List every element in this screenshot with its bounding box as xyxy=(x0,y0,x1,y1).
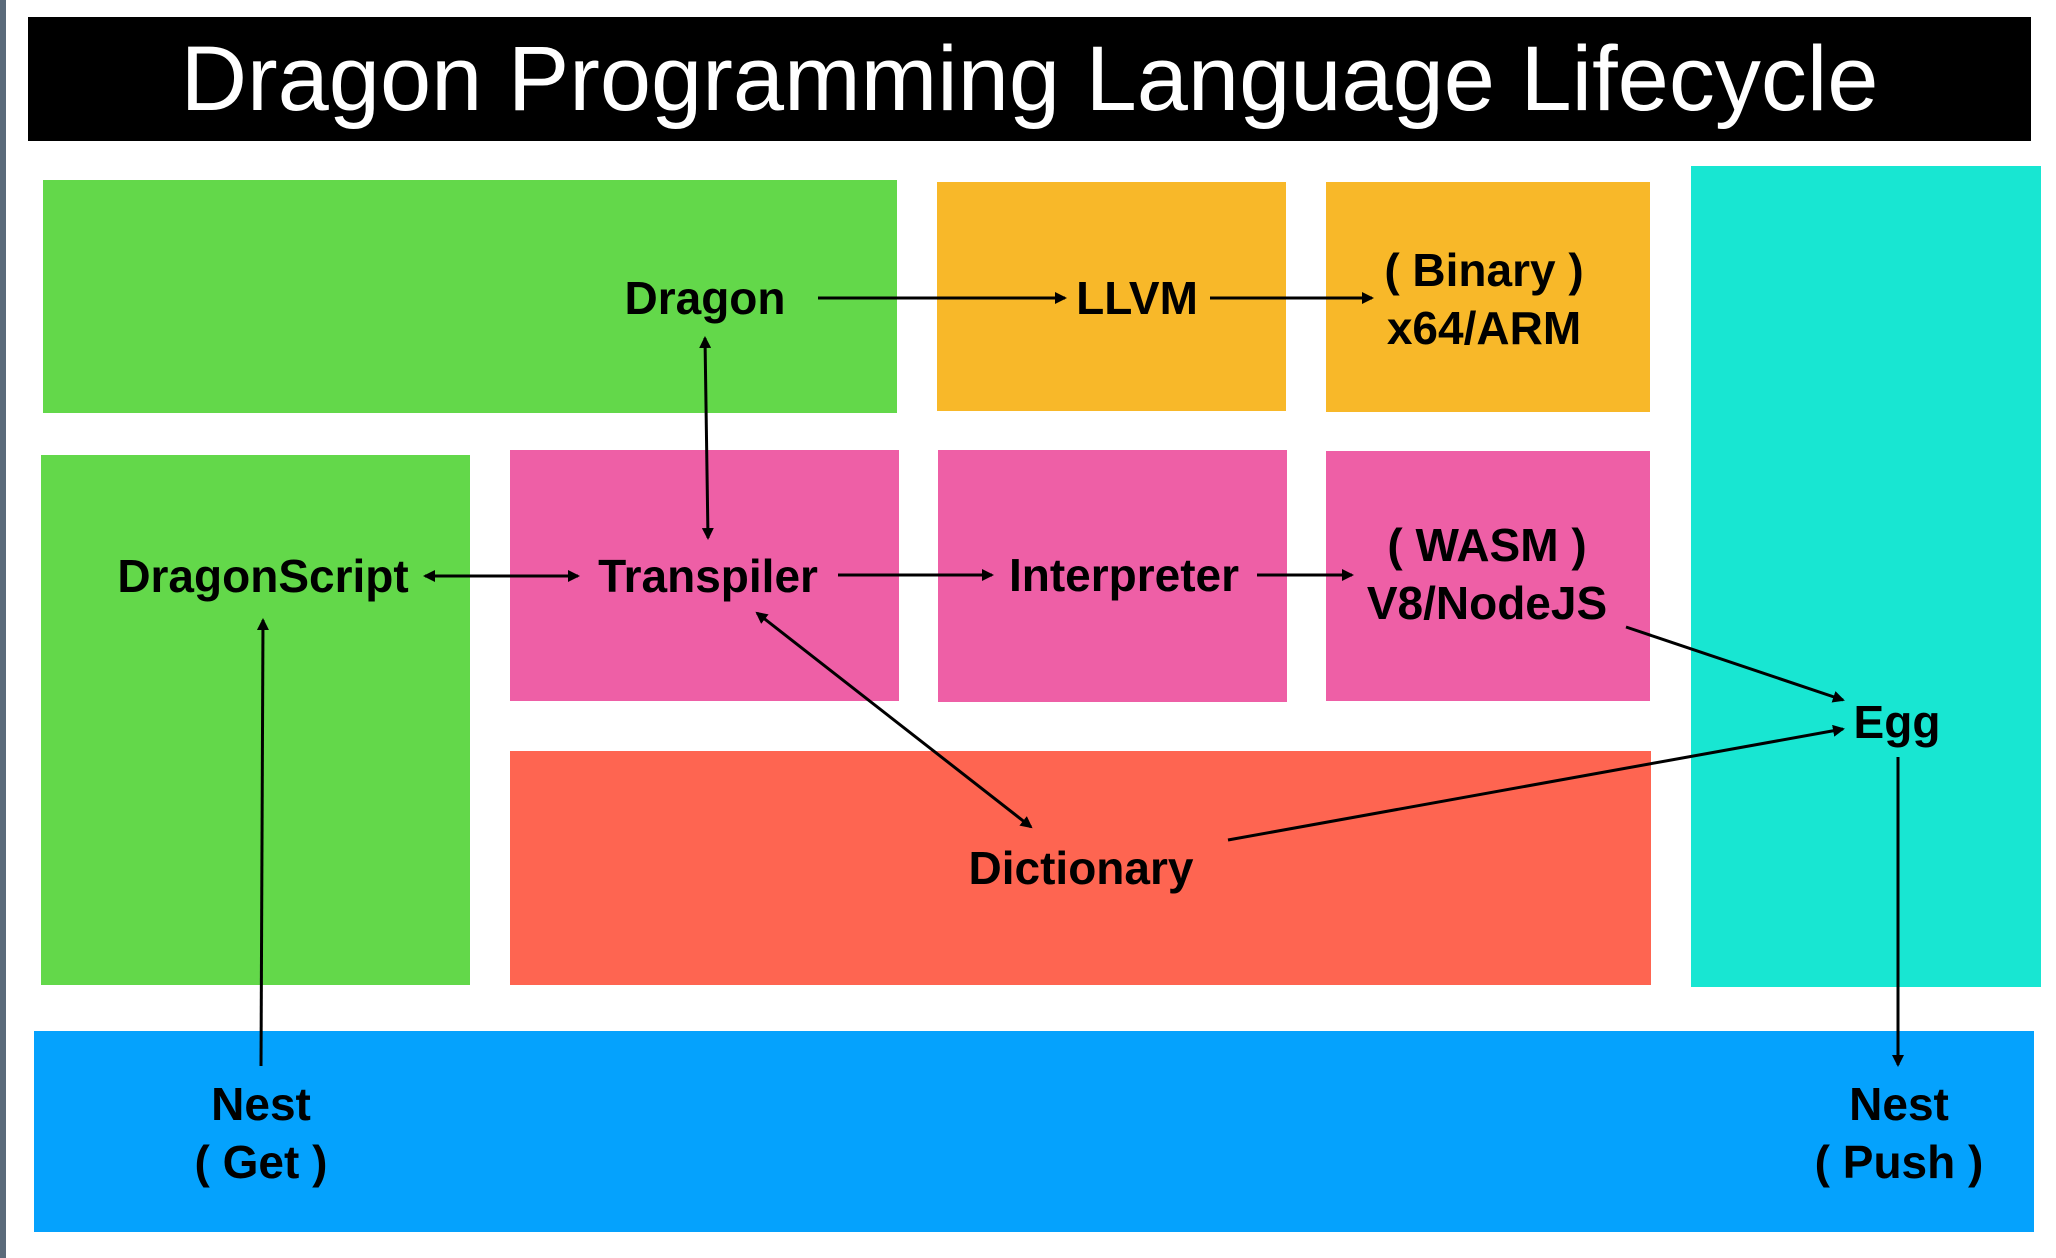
nest-get-label-line2: ( Get ) xyxy=(194,1136,328,1188)
nest-block xyxy=(34,1031,2034,1232)
wasm-label-line1: ( WASM ) xyxy=(1387,519,1587,571)
dictionary-label: Dictionary xyxy=(968,842,1194,894)
nest-get-label-line1: Nest xyxy=(211,1078,311,1130)
dragonscript-block xyxy=(41,455,470,985)
binary-label-line2: x64/ARM xyxy=(1386,302,1582,354)
egg-block xyxy=(1691,166,2041,987)
title-bar: Dragon Programming Language Lifecycle xyxy=(28,17,2031,141)
dragon-block xyxy=(43,180,897,413)
transpiler-label: Transpiler xyxy=(598,550,818,602)
wasm-block xyxy=(1326,451,1650,701)
binary-block xyxy=(1326,182,1650,412)
diagram-title: Dragon Programming Language Lifecycle xyxy=(180,27,1879,130)
llvm-label: LLVM xyxy=(1076,272,1198,324)
dragon-label: Dragon xyxy=(624,272,786,324)
binary-label-line1: ( Binary ) xyxy=(1384,244,1584,296)
dragonscript-label: DragonScript xyxy=(117,550,409,602)
wasm-label-line2: V8/NodeJS xyxy=(1366,577,1608,629)
nest-push-label-line1: Nest xyxy=(1849,1078,1949,1130)
nest-push-label-line2: ( Push ) xyxy=(1814,1136,1984,1188)
egg-label: Egg xyxy=(1853,696,1941,748)
left-edge-border xyxy=(0,0,6,1258)
interpreter-label: Interpreter xyxy=(1008,549,1240,601)
